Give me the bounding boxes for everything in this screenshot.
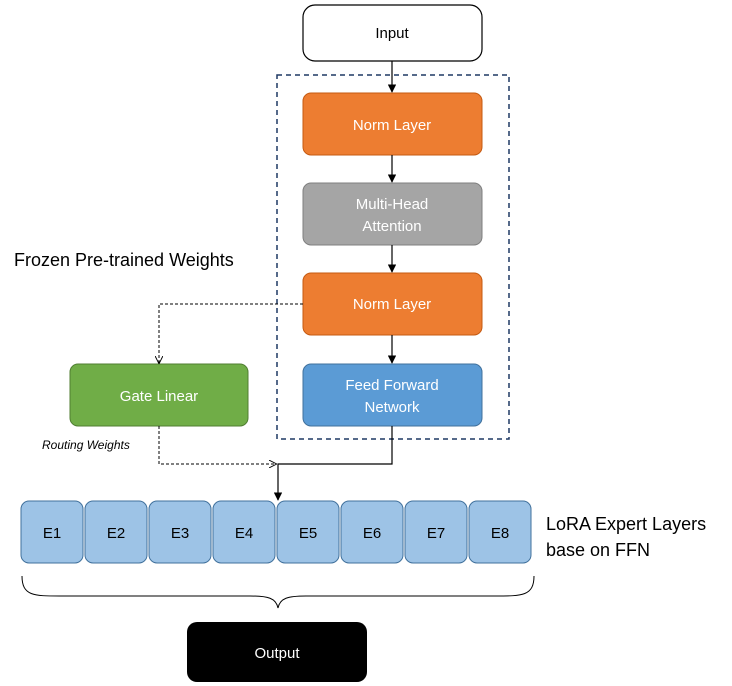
gate-linear-node: Gate Linear [69, 363, 249, 427]
experts-group: E1 E2 E3 E4 E5 E6 E7 E8 [20, 500, 532, 564]
routing-weights-label: Routing Weights [42, 438, 130, 452]
expert-3: E3 [148, 500, 212, 564]
arrow-ffn-to-experts [273, 426, 393, 501]
expert-1: E1 [20, 500, 84, 564]
frozen-weights-region [276, 74, 510, 440]
attention-label-line1: Multi-Head [356, 196, 429, 213]
expert-5: E5 [276, 500, 340, 564]
input-label: Input [375, 25, 409, 42]
expert-6-label: E6 [363, 525, 381, 542]
expert-7: E7 [404, 500, 468, 564]
expert-3-label: E3 [171, 525, 189, 542]
norm-layer-1-label: Norm Layer [353, 117, 431, 134]
frozen-weights-label: Frozen Pre-trained Weights [14, 250, 234, 270]
ffn-label-line1: Feed Forward [345, 377, 438, 394]
norm-layer-2-node: Norm Layer [302, 272, 483, 336]
output-node: Output [187, 622, 367, 682]
output-label: Output [254, 645, 300, 662]
expert-2: E2 [84, 500, 148, 564]
ffn-node: Feed Forward Network [302, 363, 483, 427]
experts-brace [21, 575, 535, 609]
ffn-label-line2: Network [364, 399, 420, 416]
expert-caption-line1: LoRA Expert Layers [546, 514, 706, 534]
norm-layer-1-node: Norm Layer [302, 92, 483, 156]
expert-4: E4 [212, 500, 276, 564]
gate-linear-label: Gate Linear [120, 388, 198, 405]
expert-8-label: E8 [491, 525, 509, 542]
expert-7-label: E7 [427, 525, 445, 542]
attention-label-line2: Attention [362, 218, 421, 235]
expert-6: E6 [340, 500, 404, 564]
expert-8: E8 [468, 500, 532, 564]
expert-2-label: E2 [107, 525, 125, 542]
expert-5-label: E5 [299, 525, 317, 542]
attention-node: Multi-Head Attention [302, 182, 483, 246]
expert-4-label: E4 [235, 525, 253, 542]
expert-caption-line2: base on FFN [546, 540, 650, 560]
arrow-gate-to-routing [158, 426, 276, 464]
norm-layer-2-label: Norm Layer [353, 296, 431, 313]
input-node: Input [302, 4, 483, 62]
expert-1-label: E1 [43, 525, 61, 542]
arrow-norm2-to-gate [159, 303, 303, 363]
